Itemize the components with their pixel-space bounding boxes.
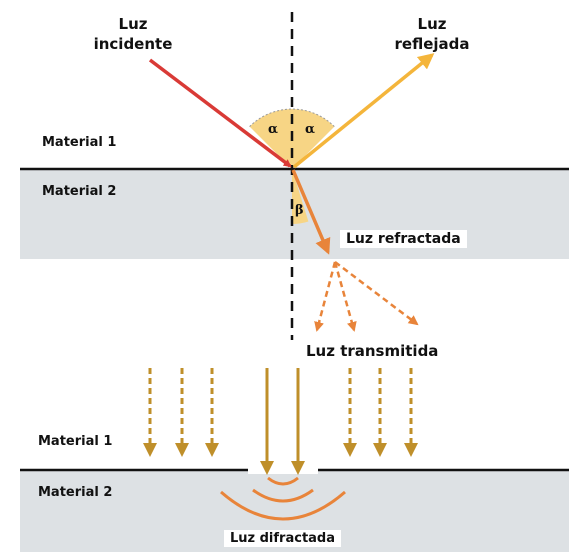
angle-alpha-incidence: α [268, 122, 279, 137]
diffraction-wave-3 [220, 490, 346, 521]
transmitted-ray-2 [333, 261, 357, 332]
angle-alpha-reflection: α [305, 122, 316, 137]
slit-opening [248, 468, 318, 474]
angle-reflection-wedge [292, 109, 335, 169]
material-1-label-bottom: Material 1 [38, 434, 113, 449]
incident-ray [148, 58, 292, 168]
material-2-label-bottom: Material 2 [38, 485, 113, 500]
incident-light-label: Luz incidente [93, 15, 173, 53]
diffraction-wave-2 [252, 488, 314, 503]
reflected-ray [292, 53, 435, 169]
refracted-ray [291, 169, 331, 255]
material-2-label-top: Material 2 [42, 184, 117, 199]
diffraction-wave-1 [267, 476, 299, 486]
material-1-label-top: Material 1 [42, 135, 117, 150]
angle-beta-refraction: β [295, 203, 304, 218]
angle-refraction-wedge [292, 169, 309, 225]
transmitted-light-label: Luz transmitida [300, 341, 445, 361]
transmitted-ray-1 [314, 261, 337, 332]
refracted-light-label: Luz refractada [340, 230, 467, 248]
reflected-light-label: Luz reflejada [394, 15, 470, 53]
diffracted-light-label: Luz difractada [224, 530, 342, 547]
angle-incidence-wedge [249, 109, 292, 169]
transmitted-ray-3 [334, 261, 419, 326]
